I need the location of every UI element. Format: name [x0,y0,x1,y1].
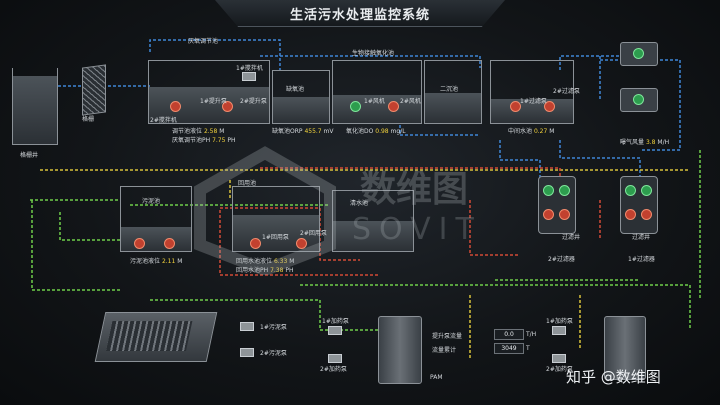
fan-2-label: 2#风机 [400,98,421,105]
sludge-pump-1-label: 1#污泥泵 [260,324,287,331]
dose-pump-4-label: 2#加药泵 [546,366,573,373]
lift-flow-value: 0.0 [494,329,524,340]
dose-pump-3-label: 1#加药泵 [546,318,573,325]
reuse-label: 回用池 [238,180,257,187]
blower-1[interactable] [620,42,658,66]
fan-1-valve[interactable] [350,101,361,112]
filter-pump-2[interactable] [544,101,555,112]
flow-total-unit: T [526,345,530,352]
lift-flow-label: 提升泵流量 [432,333,463,340]
anoxic-tank[interactable] [272,70,330,124]
dose-pump-1-motor[interactable] [328,326,342,335]
oxidation-do-reading: 氧化池DO 0.98 mg/L [346,128,406,135]
grid-well-tank[interactable] [12,68,58,145]
dosing-tank[interactable] [604,316,646,380]
sludge-pump-1-motor[interactable] [240,322,254,331]
filter-1-label: 1#过滤器 [628,256,655,263]
clear-water-label: 清水池 [350,200,369,207]
fan-1-label: 1#风机 [364,98,385,105]
lift-pump-1-label: 1#提升泵 [200,98,227,105]
filter-pump-2-label: 2#过滤泵 [553,88,580,95]
anoxic-adjust-tank[interactable] [148,60,270,124]
watermark-brand: 数维图 [360,169,469,210]
sludge-pump-b[interactable] [164,238,175,249]
sludge-tank[interactable] [120,186,192,252]
anoxic-orp-reading: 缺氧池ORP 455.7 mV [272,128,334,135]
anoxic-label: 缺氧池 [286,86,305,93]
adjust-level-reading: 调节池液位 2.58 M [172,128,225,135]
reuse-pump-1-label: 1#回用泵 [262,234,289,241]
clear-water-tank[interactable] [332,190,414,252]
reuse-pump-2-label: 2#回用泵 [300,230,327,237]
filter-well-1[interactable] [620,176,658,234]
pam-label: PAM [430,374,443,381]
adjust-ph-reading: 厌氧调节池PH 7.75 PH [172,137,236,144]
bio-oxidation-label: 生物接触氧化池 [352,50,395,57]
anoxic-adjust-label: 厌氧调节池 [188,38,219,45]
page-title: 生活污水处理监控系统 [289,8,430,23]
sludge-pump-a[interactable] [134,238,145,249]
filter-pump-1-label: 1#过滤泵 [520,98,547,105]
filter-well-2-label: 过滤井 [562,234,581,241]
sludge-level-reading: 污泥池液位 2.11 M [130,258,183,265]
filter-well-2[interactable] [538,176,576,234]
agitator-1-label: 1#搅拌机 [236,65,263,72]
lift-flow-unit: T/H [526,331,537,338]
flow-total-value: 3049 [494,343,524,354]
sludge-pump-2-label: 2#污泥泵 [260,350,287,357]
title-bar [215,0,505,27]
blower-2[interactable] [620,88,658,112]
dose-pump-4-motor[interactable] [552,354,566,363]
mid-water-tank[interactable] [490,60,574,124]
mid-level-reading: 中间水池 0.27 M [508,128,555,135]
dose-pump-3-motor[interactable] [552,326,566,335]
secondary-settling-tank[interactable] [424,60,482,124]
lift-pump-2[interactable] [222,101,233,112]
bio-oxidation-tank[interactable] [332,60,422,124]
grid-well-label: 格栅井 [20,152,39,159]
lift-pump-2-label: 2#提升泵 [240,98,267,105]
aeration-reading: 曝气风量 3.8 M/H [620,139,670,146]
reuse-pump-2[interactable] [296,238,307,249]
sovit-logo-icon [194,146,336,275]
watermark-latin: SOVIT [352,212,482,247]
sludge-pump-2-motor[interactable] [240,348,254,357]
reuse-pump-1[interactable] [250,238,261,249]
dose-pump-2-label: 2#加药泵 [320,366,347,373]
lift-pump-1[interactable] [170,101,181,112]
agitator-1-motor[interactable] [242,72,256,81]
screen-label: 格栅 [82,116,95,123]
secondary-settling-label: 二沉池 [440,86,459,93]
sludge-label: 污泥池 [142,198,161,205]
screen-grid[interactable] [82,64,106,116]
filter-press[interactable] [94,312,218,362]
flow-total-label: 流量累计 [432,347,457,354]
reuse-ph-reading: 回用水池PH 7.38 PH [236,267,294,274]
filter-2-label: 2#过滤器 [548,256,575,263]
filter-pump-1[interactable] [510,101,521,112]
agitator-2-label: 2#搅拌机 [150,117,177,124]
dose-pump-1-label: 1#加药泵 [322,318,349,325]
filter-well-1-label: 过滤井 [632,234,651,241]
reuse-level-reading: 回用水池液位 6.33 M [236,258,295,265]
fan-2-valve[interactable] [388,101,399,112]
pam-tank[interactable] [378,316,422,384]
credit-watermark: 知乎 @数维图 [566,368,661,386]
dose-pump-2-motor[interactable] [328,354,342,363]
